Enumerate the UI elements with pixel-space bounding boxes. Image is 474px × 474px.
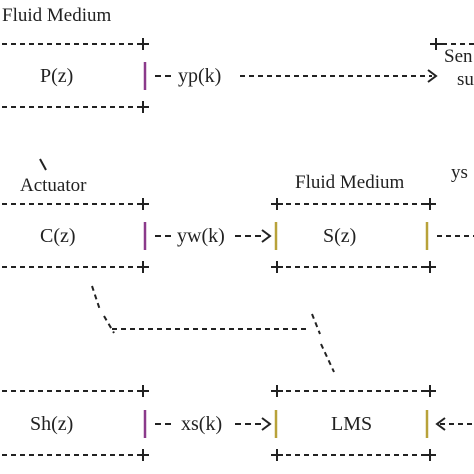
sh-block-label: Sh(z) xyxy=(30,413,74,435)
path-segment-4 xyxy=(311,313,321,335)
corner-mark xyxy=(137,38,149,50)
ys-partial-label: ys xyxy=(451,162,468,183)
s-block-label: S(z) xyxy=(323,225,357,247)
path-segment-1 xyxy=(91,285,101,311)
corner-mark xyxy=(137,198,149,210)
corner-mark xyxy=(137,385,149,397)
c-block-label: C(z) xyxy=(40,225,76,247)
corner-mark xyxy=(424,261,436,273)
yw-signal-label: yw(k) xyxy=(177,225,225,247)
actuator-leader xyxy=(39,158,47,171)
sensor-label-line1: Sen xyxy=(444,46,473,67)
actuator-label: Actuator xyxy=(20,175,87,196)
xs-arrowhead xyxy=(261,417,272,431)
yw-arrowhead xyxy=(261,229,272,243)
fluid-medium-top-label: Fluid Medium xyxy=(2,5,112,26)
corner-mark xyxy=(424,198,436,210)
corner-mark xyxy=(424,449,436,461)
corner-mark xyxy=(271,385,283,397)
corner-mark xyxy=(271,261,283,273)
corner-mark xyxy=(137,101,149,113)
path-segment-2 xyxy=(103,315,115,334)
corner-mark xyxy=(271,449,283,461)
path-segment-5 xyxy=(320,343,335,373)
yp-signal-label: yp(k) xyxy=(178,65,222,87)
lms-block-label: LMS xyxy=(331,413,373,435)
corner-mark xyxy=(271,198,283,210)
corner-mark xyxy=(430,38,442,50)
p-block-label: P(z) xyxy=(40,65,74,87)
corner-mark xyxy=(137,261,149,273)
fluid-medium-mid-label: Fluid Medium xyxy=(295,172,405,193)
corner-mark xyxy=(424,385,436,397)
corner-mark xyxy=(137,449,149,461)
sensor-label-line2: su xyxy=(457,69,474,90)
yp-arrowhead xyxy=(427,69,438,83)
lms-input-arrowhead xyxy=(435,417,446,431)
xs-signal-label: xs(k) xyxy=(181,413,223,435)
